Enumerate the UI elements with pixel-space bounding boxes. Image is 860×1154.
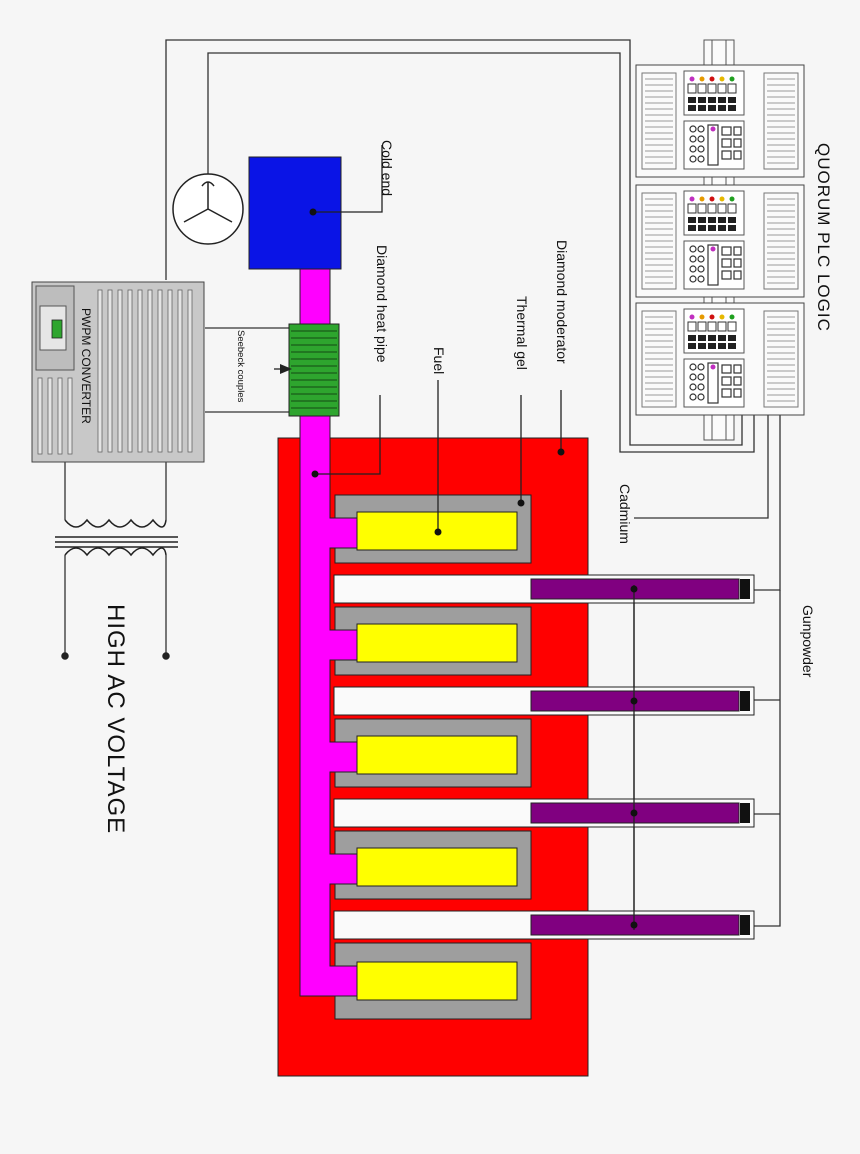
- leader-dots: [309, 208, 638, 929]
- transformer-icon: [55, 518, 178, 660]
- label-cadmium: Cadmium: [617, 484, 633, 544]
- fuel-element: [356, 623, 518, 663]
- plc-module: [635, 184, 805, 298]
- fuel-element: [356, 847, 518, 887]
- gunpowder-charge: [740, 803, 750, 823]
- label-high-ac-voltage: HIGH AC VOLTAGE: [102, 604, 129, 834]
- pwpm-converter: [31, 281, 205, 463]
- cold-end: [248, 156, 342, 270]
- label-seebeck-couples: Seebeck couples: [235, 330, 246, 403]
- label-fuel: Fuel: [431, 347, 447, 374]
- gunpowder-charge: [740, 915, 750, 935]
- label-pwpm-converter: PWPM CONVERTER: [79, 308, 93, 424]
- label-diamond-heat-pipe: Diamond heat pipe: [374, 245, 390, 363]
- label-diamond-moderator: Diamond moderator: [554, 240, 570, 364]
- label-gunpowder: Gunpowder: [800, 605, 816, 678]
- plc-logic: [635, 64, 805, 416]
- seebeck-couples: [288, 323, 340, 417]
- leader-lines: [274, 145, 562, 532]
- label-plc-logic: QUORUM PLC LOGIC: [814, 143, 833, 332]
- label-thermal-gel: Thermal gel: [514, 296, 530, 370]
- label-cold-end: Cold end: [379, 140, 395, 196]
- plc-module: [635, 302, 805, 416]
- gunpowder-charge: [740, 691, 750, 711]
- gunpowder-charge: [740, 579, 750, 599]
- fuel-cells: [334, 494, 532, 1020]
- fan-icon: [172, 173, 244, 245]
- fuel-element: [356, 961, 518, 1001]
- fuel-element: [356, 735, 518, 775]
- plc-module: [635, 64, 805, 178]
- arrow-icon: [280, 364, 292, 374]
- diamond-heat-pipe: [299, 267, 358, 997]
